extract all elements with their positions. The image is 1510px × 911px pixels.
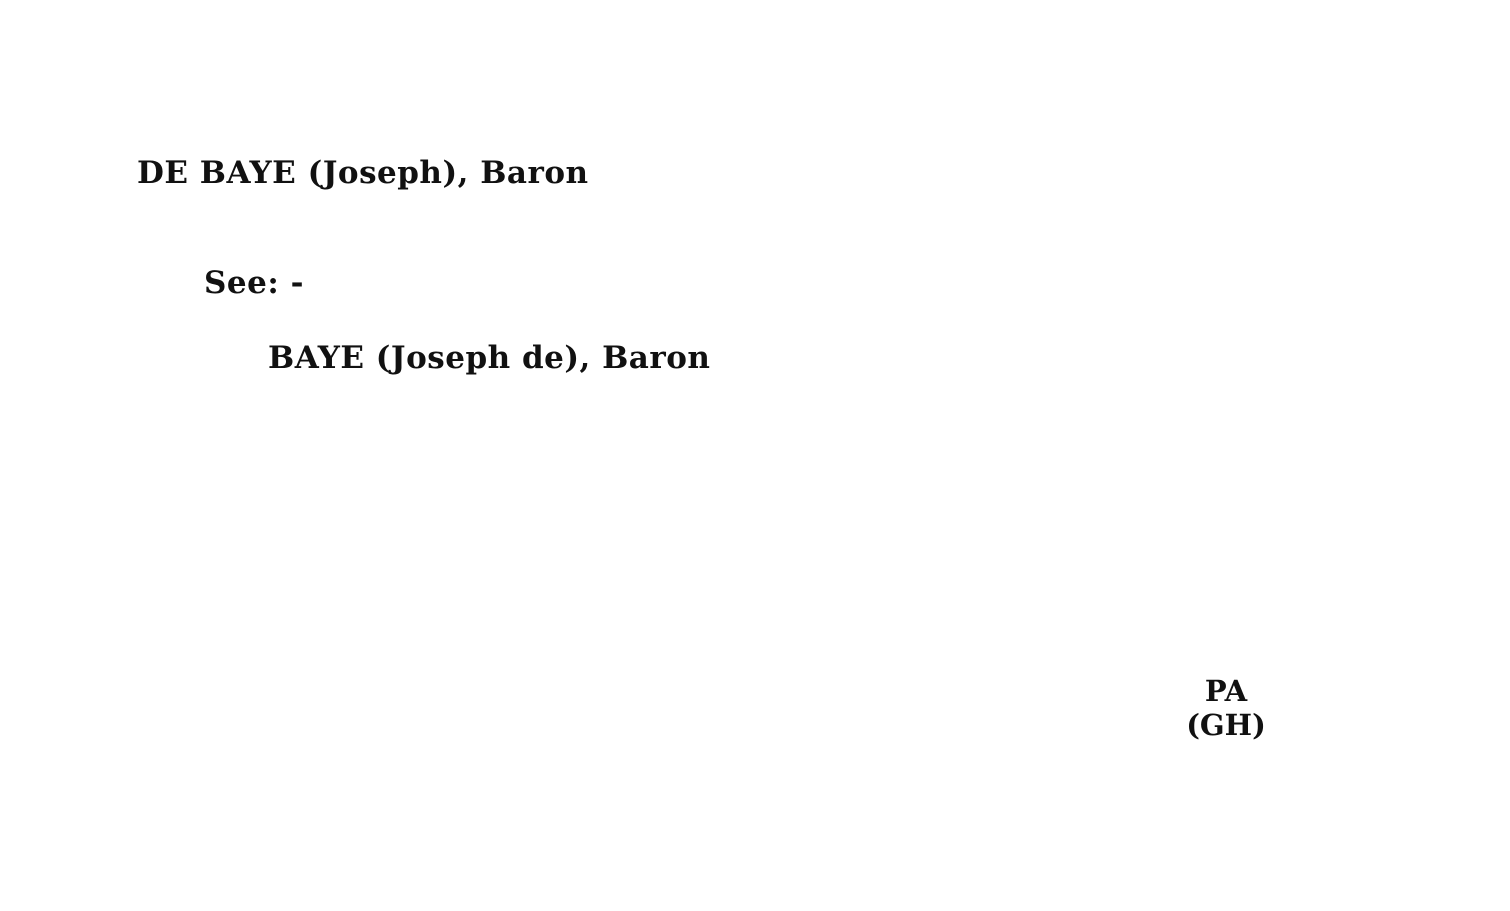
location-code-line-1: PA — [1204, 674, 1248, 708]
location-code-line-2: (GH) — [1186, 708, 1266, 742]
see-reference-label: See: - — [204, 265, 304, 301]
location-code: PA (GH) — [1180, 674, 1272, 742]
see-reference-target: BAYE (Joseph de), Baron — [268, 340, 711, 376]
card-heading: DE BAYE (Joseph), Baron — [137, 155, 589, 191]
